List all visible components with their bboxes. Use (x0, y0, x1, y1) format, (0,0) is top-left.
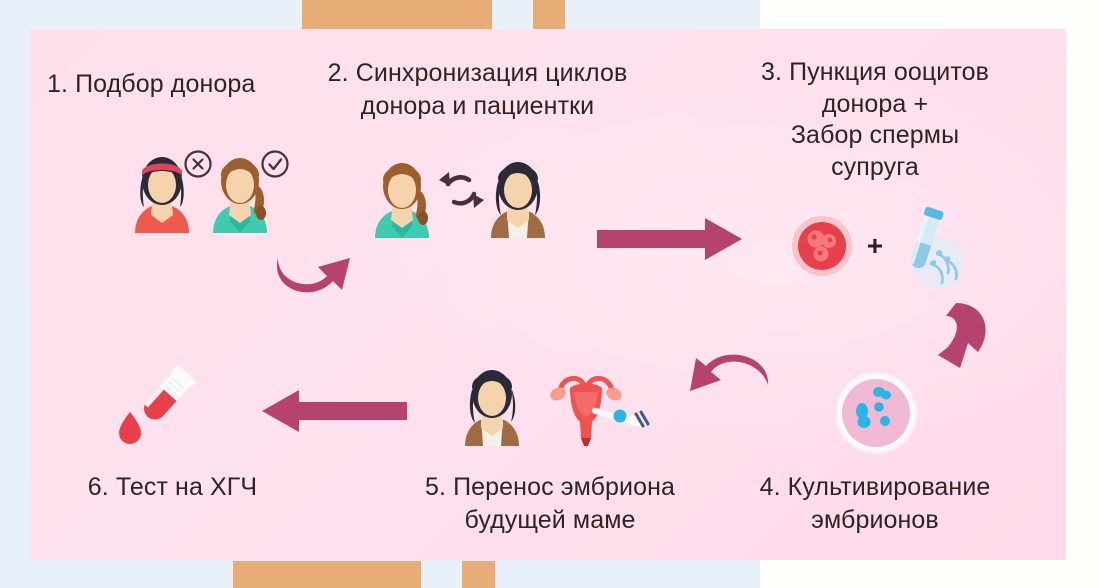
embryo-cells-icon (856, 387, 891, 428)
sperm-tube-icon-group (898, 203, 968, 289)
step-3-label: 3. Пункция ооцитов донора + Забор спермы… (760, 58, 990, 181)
step-1-label: 1. Подбор донора (47, 70, 256, 98)
step-3-plus-sign: + (866, 230, 884, 261)
step-6-label: 6. Тест на ХГЧ (87, 473, 258, 501)
reject-badge-icon (184, 150, 212, 178)
avatar-donor-accepted (213, 158, 267, 233)
sperm-test-tube-icon (909, 206, 944, 268)
arrow-step3-to-step4 (934, 298, 996, 370)
avatar-donor-rejected (135, 157, 189, 233)
step-2-icon-group (370, 152, 550, 252)
background-white-top-right (760, 0, 1100, 30)
step-3-icon-group (790, 208, 965, 290)
step-1-icon-group (120, 145, 289, 250)
avatar-patient-cycle (491, 162, 545, 238)
step-6-icon-group (105, 362, 215, 457)
step-5-icon-group (462, 358, 652, 458)
decor-orange-bottom-narrow (462, 561, 495, 588)
step-5-label: 5. Перенос эмбриона будущей маме (425, 473, 675, 534)
content-panel (30, 29, 1066, 560)
embryo-catheter-icon (591, 407, 650, 428)
step-4-icon-group (833, 370, 919, 456)
avatar-future-mother (465, 370, 519, 446)
arrow-step1-to-step2 (272, 236, 357, 294)
blood-drop-icon (119, 412, 141, 444)
decor-orange-top-wide (302, 0, 492, 30)
uterus-icon (550, 376, 622, 446)
decor-orange-top-narrow (533, 0, 565, 30)
step-2-label: 2. Синхронизация циклов донора и пациент… (327, 59, 628, 120)
arrow-step5-to-step6 (262, 390, 407, 432)
step-4-label: 4. Культивирование эмбрионов (759, 473, 991, 534)
decor-orange-bottom-wide (233, 561, 421, 588)
arrow-step4-to-step5 (690, 352, 770, 404)
avatar-donor-cycle (375, 163, 429, 238)
blood-test-tube-icon (144, 365, 196, 420)
petri-dish-icon (835, 372, 917, 454)
arrow-step2-to-step3 (597, 218, 742, 260)
spermatozoa-icon (932, 253, 958, 285)
accept-badge-icon (261, 150, 289, 178)
cycle-sync-icon (445, 175, 477, 206)
oocyte-icon (792, 216, 852, 276)
cycle-sync-arrowheads (439, 172, 484, 208)
